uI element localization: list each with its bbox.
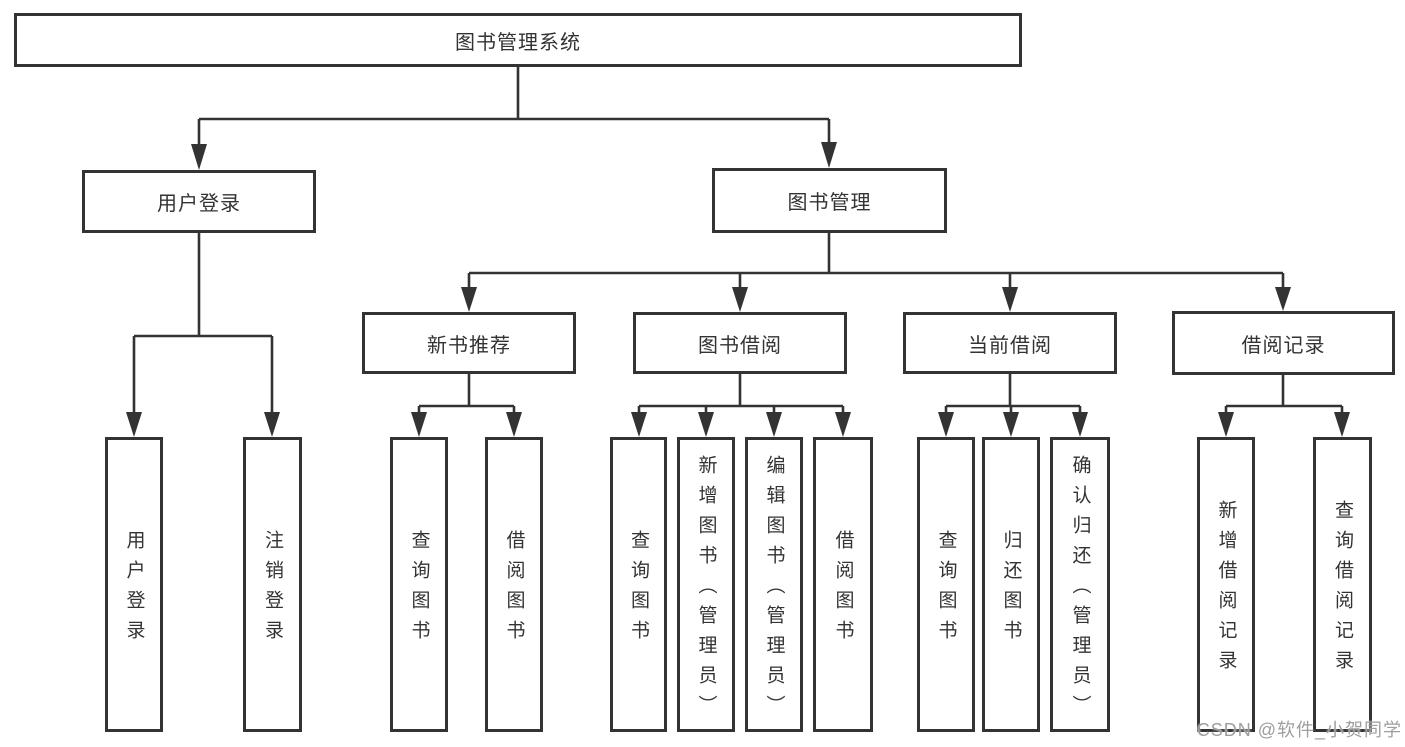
leaf-recommend-query-books-label: 查询图书 xyxy=(408,530,430,650)
node-root-system: 图书管理系统 xyxy=(14,13,1022,67)
leaf-logout: 注销登录 xyxy=(243,437,302,732)
csdn-watermark: CSDN @软件_小贺同学 xyxy=(1196,720,1402,740)
leaf-borrow-query-books-label: 查询图书 xyxy=(628,530,649,650)
node-user-login: 用户登录 xyxy=(82,170,316,233)
leaf-current-confirm-return-admin: 确认归还（管理员） xyxy=(1050,437,1110,732)
leaf-current-return-books: 归还图书 xyxy=(982,437,1040,732)
leaf-current-confirm-return-admin-label: 确认归还（管理员） xyxy=(1069,455,1091,725)
leaf-recommend-query-books: 查询图书 xyxy=(390,437,448,732)
leaf-user-login-label: 用户登录 xyxy=(123,530,145,650)
node-current-borrow: 当前借阅 xyxy=(903,312,1117,374)
node-book-borrow: 图书借阅 xyxy=(633,312,847,374)
node-book-management: 图书管理 xyxy=(712,168,947,233)
leaf-borrow-edit-books-admin: 编辑图书（管理员） xyxy=(745,437,803,732)
leaf-recommend-borrow-books-label: 借阅图书 xyxy=(503,530,525,650)
leaf-current-query-books: 查询图书 xyxy=(917,437,975,732)
leaf-borrow-add-books-admin: 新增图书（管理员） xyxy=(677,437,735,732)
leaf-borrow-borrow-books: 借阅图书 xyxy=(813,437,873,732)
leaf-current-return-books-label: 归还图书 xyxy=(1000,530,1022,650)
leaf-borrow-edit-books-admin-label: 编辑图书（管理员） xyxy=(763,455,785,725)
node-new-book-recommend: 新书推荐 xyxy=(362,312,576,374)
node-borrow-records: 借阅记录 xyxy=(1172,311,1395,375)
leaf-current-query-books-label: 查询图书 xyxy=(935,530,957,650)
leaf-records-add-record-label: 新增借阅记录 xyxy=(1215,500,1237,680)
leaf-logout-label: 注销登录 xyxy=(262,530,283,650)
leaf-records-query-record-label: 查询借阅记录 xyxy=(1332,500,1353,680)
leaf-borrow-borrow-books-label: 借阅图书 xyxy=(832,530,854,650)
leaf-records-query-record: 查询借阅记录 xyxy=(1313,437,1372,732)
leaf-recommend-borrow-books: 借阅图书 xyxy=(485,437,543,732)
leaf-records-add-record: 新增借阅记录 xyxy=(1197,437,1255,732)
leaf-borrow-add-books-admin-label: 新增图书（管理员） xyxy=(695,455,717,725)
leaf-user-login: 用户登录 xyxy=(105,437,163,732)
leaf-borrow-query-books: 查询图书 xyxy=(610,437,667,732)
